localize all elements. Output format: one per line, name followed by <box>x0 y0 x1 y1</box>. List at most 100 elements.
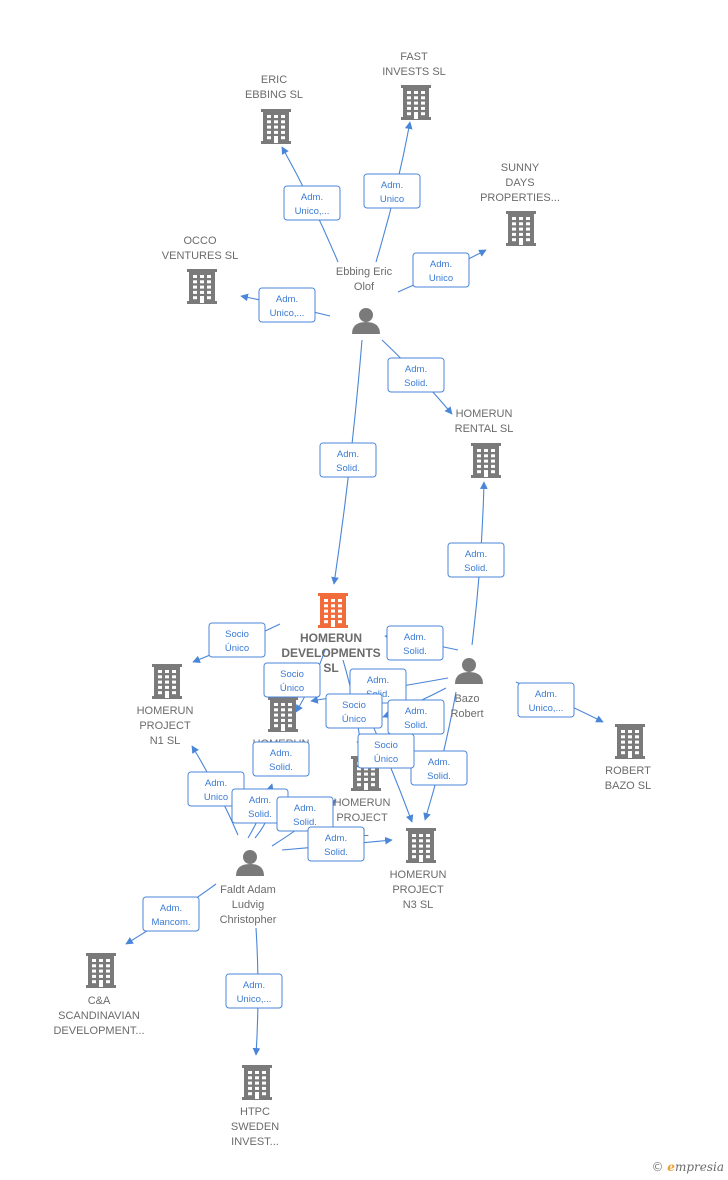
node-label-line: ROBERT <box>605 765 651 777</box>
edge-label-line: Único <box>342 714 366 725</box>
edge-label-ebbing-sunny[interactable]: Adm.Unico <box>412 252 470 288</box>
edge-label-bazo-n3[interactable]: Adm.Solid. <box>410 750 468 786</box>
edge-label-line: Unico <box>429 273 453 284</box>
node-label-line: Olof <box>354 281 375 293</box>
edge-label-line: Adm. <box>535 689 557 700</box>
empresia-logo[interactable]: empresia <box>667 1160 724 1174</box>
edge-label-box <box>225 973 283 1009</box>
edge-label-line: Solid. <box>336 463 360 474</box>
edge-label-ebbing-dev[interactable]: Adm. Solid. <box>319 442 377 478</box>
edge-label-line: Unico <box>204 792 228 803</box>
brand-initial: e <box>667 1160 675 1174</box>
node-label-line: HOMERUN <box>390 869 447 881</box>
building-icon <box>187 269 217 304</box>
node-htpc[interactable]: HTPCSWEDENINVEST... <box>231 1065 279 1148</box>
edge-label-line: Solid. <box>269 762 293 773</box>
node-label-line: HOMERUN <box>456 408 513 420</box>
copyright-symbol: © <box>651 1160 664 1174</box>
edge-label-ebbing-fast[interactable]: Adm. Unico <box>363 173 421 209</box>
node-label-line: ERIC <box>261 74 287 86</box>
edge-label-line: Socio <box>374 740 398 751</box>
node-label-line: N3 SL <box>403 899 434 911</box>
edge-label-line: Socio <box>280 669 304 680</box>
edge-label-box <box>447 542 505 578</box>
building-icon <box>506 211 536 246</box>
edge-label-box <box>142 896 200 932</box>
edge-label-line: Adm. <box>404 632 426 643</box>
edge-label-line: Adm. <box>276 294 298 305</box>
node-ca[interactable]: C&ASCANDINAVIANDEVELOPMENT... <box>53 953 145 1037</box>
node-label-line: HOMERUN <box>137 705 194 717</box>
edge-label-line: Unico,... <box>295 206 330 217</box>
edge-label-box <box>325 693 383 729</box>
edge-label-line: Adm. <box>337 449 359 460</box>
edge-label-faldt-pa[interactable]: Adm. Solid. <box>252 741 310 777</box>
edge-label-ebbing-occo[interactable]: Adm.Unico,... <box>258 287 316 323</box>
edge-label-box <box>319 442 377 478</box>
edge-label-line: Adm. <box>367 675 389 686</box>
edge-label-line: Unico <box>380 194 404 205</box>
node-label-line: Robert <box>450 708 483 720</box>
edge-label-faldt-ca[interactable]: Adm.Mancom. <box>142 896 200 932</box>
building-icon <box>86 953 116 988</box>
edge-label-line: Único <box>280 683 304 694</box>
node-label-line: Bazo <box>454 693 479 705</box>
node-robertbazo[interactable]: ROBERT BAZO SL <box>605 724 651 792</box>
node-label-line: HOMERUN <box>334 797 391 809</box>
edge-label-line: Socio <box>342 700 366 711</box>
edge-label-ebbing-eric[interactable]: Adm.Unico,... <box>283 185 341 221</box>
building-icon <box>242 1065 272 1100</box>
edge-label-box <box>252 741 310 777</box>
edge-label-line: Solid. <box>403 646 427 657</box>
edge-label-bazo-rental[interactable]: Adm.Solid. <box>447 542 505 578</box>
edge-label-line: Único <box>225 643 249 654</box>
edge-label-box <box>263 662 321 698</box>
edge-label-faldt-n3[interactable]: Adm. Solid. <box>307 826 365 862</box>
node-label-line: Faldt Adam <box>220 884 276 896</box>
node-label-line: BAZO SL <box>605 780 651 792</box>
node-label-line: SUNNY <box>501 162 540 174</box>
node-pb[interactable]: HOMERUNPROJECTSL <box>334 756 391 839</box>
edge-label-line: Solid. <box>293 817 317 828</box>
node-label-line: Ebbing Eric <box>336 266 393 278</box>
edge-label-line: Adm. <box>381 180 403 191</box>
edge-label-bazo-pb[interactable]: Adm.Solid. <box>387 699 445 735</box>
edge-label-box <box>283 185 341 221</box>
node-label-line: PROJECT <box>139 720 191 732</box>
edge-label-line: Adm. <box>325 833 347 844</box>
edge-label-faldt-htpc[interactable]: Adm.Unico,... <box>225 973 283 1009</box>
building-icon <box>615 724 645 759</box>
edge-label-bazo-robertbazo[interactable]: Adm.Unico,... <box>517 682 575 718</box>
node-label-line: Christopher <box>220 914 277 926</box>
edge-label-box <box>387 357 445 393</box>
node-label-line: Ludvig <box>232 899 264 911</box>
edge-label-line: Adm. <box>405 706 427 717</box>
edge-label-line: Solid. <box>324 847 348 858</box>
edge-label-faldt-pb[interactable]: Adm.Solid. <box>276 796 334 832</box>
node-label-line: HOMERUN <box>300 631 362 645</box>
edge-label-bazo-dev[interactable]: Adm. Solid. <box>386 625 444 661</box>
edge-label-box <box>307 826 365 862</box>
node-sunny[interactable]: SUNNYDAYSPROPERTIES... <box>480 162 560 246</box>
edge-label-box <box>517 682 575 718</box>
edge-label-line: Solid. <box>248 809 272 820</box>
edge-label-line: Adm. <box>270 748 292 759</box>
edge-label-ebbing-rental[interactable]: Adm.Solid. <box>387 357 445 393</box>
building-icon <box>406 828 436 863</box>
building-icon <box>401 85 431 120</box>
